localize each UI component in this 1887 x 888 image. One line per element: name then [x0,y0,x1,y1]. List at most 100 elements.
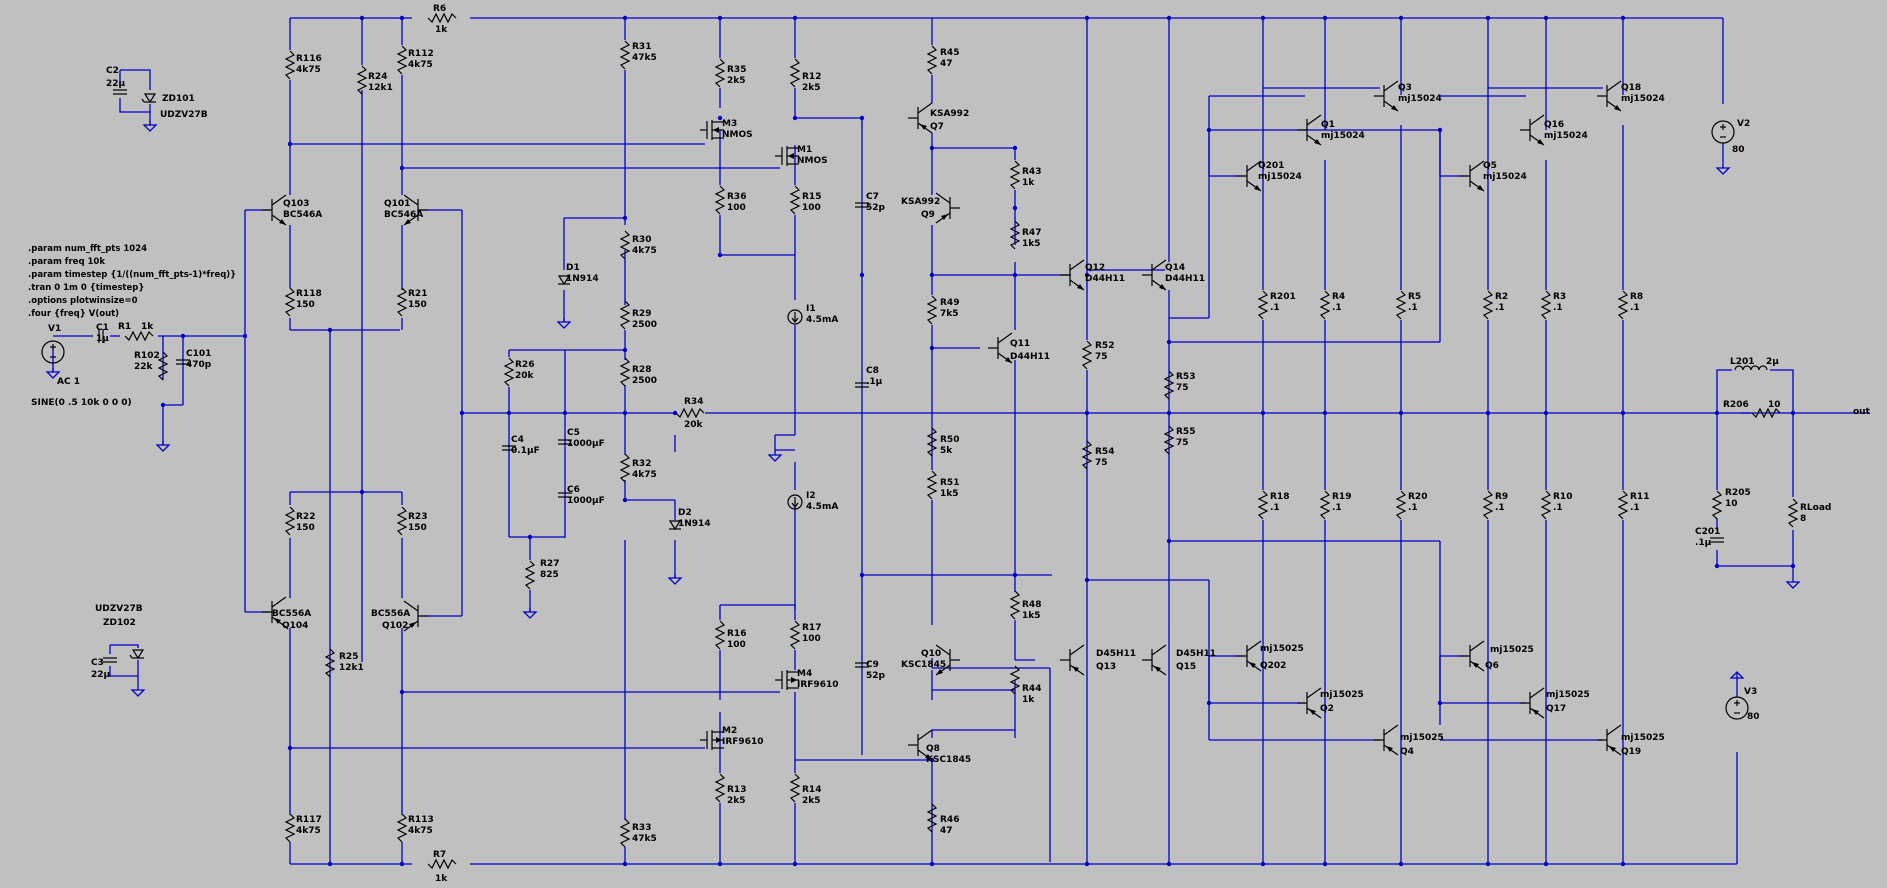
label-q10-name: Q10 [921,649,941,659]
label-q3-name: Q3 [1398,83,1412,93]
resistor-r4 [1319,290,1331,320]
label-c7-name: C7 [866,192,879,202]
resistor-r17 [789,620,801,650]
transistor-q1 [1297,114,1322,146]
transistor-q101 [403,194,428,226]
label-q14-name: Q14 [1165,263,1185,273]
label-c9-value: 52p [866,671,886,681]
label-r10-value: .1 [1553,503,1563,513]
transistor-q10 [935,644,960,676]
junction-dot [859,115,865,121]
label-r12-name: R12 [802,72,821,82]
junction-dot [1543,15,1549,21]
transistor-q18 [1597,80,1622,112]
label-q103-model: BC546A [283,210,322,220]
ground-symbol [130,686,146,697]
junction-dot [622,497,628,503]
wire [1716,369,1732,413]
label-q102-name: Q102 [382,621,408,631]
label-r113-name: R113 [408,815,434,825]
label-r8-value: .1 [1630,303,1640,313]
junction-dot [399,15,405,21]
junction-dot [792,861,798,867]
label-r27-name: R27 [540,559,559,569]
label-c5-value: 1000µF [567,439,605,449]
label-r50-name: R50 [940,435,959,445]
label-q8-name: Q8 [926,744,940,754]
label-r201-value: .1 [1270,303,1280,313]
resistor-r8 [1617,290,1629,320]
junction-dot [1485,15,1491,21]
resistor-r10 [1540,490,1552,520]
capacitor-c8 [855,382,869,388]
label-q4-name: Q4 [1400,747,1414,757]
junction-dot [622,861,628,867]
label-q11-name: Q11 [1010,339,1030,349]
junction-dot [1790,563,1796,569]
label-r49-name: R49 [940,298,959,308]
label-q3-model: mj15024 [1398,94,1442,104]
label-r43-name: R43 [1022,167,1041,177]
junction-dot [622,347,628,353]
label-q13-name: Q13 [1096,662,1116,672]
label-c101-name: C101 [186,349,211,359]
transistor-q201 [1237,160,1262,192]
label-r26-value: 20k [515,371,535,381]
resistor-r48 [1009,590,1021,620]
label-c3-name: C3 [91,658,104,668]
resistor-r13 [714,773,726,803]
label-v1-sine: SINE(0 .5 10k 0 0 0) [31,398,132,408]
label-r55-name: R55 [1176,427,1195,437]
ground-symbol [45,368,61,379]
label-out-net: out [1853,407,1871,417]
label-c2-name: C2 [106,66,119,76]
label-c4-name: C4 [511,435,524,445]
spice-directive-1: .param num_fft_pts 1024 [28,244,147,254]
resistor-r14 [789,773,801,803]
label-v1-ac: AC 1 [57,377,80,387]
transistor-q4 [1374,724,1399,756]
transistor-m2 [700,730,724,750]
junction-dot [622,15,628,21]
resistor-r19 [1319,490,1331,520]
resistor-rload [1787,498,1799,528]
label-r102-value: 22k [134,362,154,372]
resistor-r55 [1163,425,1175,455]
junction-dot [359,489,365,495]
junction-dot [1084,272,1090,278]
resistor-r18 [1257,490,1269,520]
label-c8-name: C8 [866,366,879,376]
label-r48-value: 1k5 [1022,611,1041,621]
label-r4-name: R4 [1332,292,1345,302]
junction-dot [859,272,865,278]
label-r18-name: R18 [1270,492,1289,502]
label-c9-name: C9 [866,660,879,670]
label-r21-value: 150 [408,300,427,310]
label-c6-name: C6 [567,485,580,495]
label-r45-value: 47 [940,59,953,69]
junction-dot [399,861,405,867]
label-i1-value: 4.5mA [806,315,838,325]
label-r48-name: R48 [1022,600,1041,610]
label-r8-name: R8 [1630,292,1643,302]
label-q2-model: mj15025 [1320,690,1364,700]
label-r6-name: R6 [433,4,446,14]
label-r24-name: R24 [368,72,387,82]
label-r25-name: R25 [339,652,358,662]
resistor-r2 [1482,290,1494,320]
voltage-source-v2 [1711,120,1735,144]
label-zd102-name: ZD102 [103,618,136,628]
label-r36-name: R36 [727,192,746,202]
current-source-i2 [787,494,803,510]
label-q201-name: Q201 [1258,161,1284,171]
junction-dot [1398,861,1404,867]
label-m1-name: M1 [797,145,812,155]
label-m4-name: M4 [797,669,812,679]
label-q9-model: KSA992 [901,197,940,207]
label-q7-model: KSA992 [930,109,969,119]
label-r33-value: 47k5 [632,834,657,844]
transistor-q13 [1060,644,1085,676]
label-r11-value: .1 [1630,503,1640,513]
junction-dot [1206,127,1212,133]
